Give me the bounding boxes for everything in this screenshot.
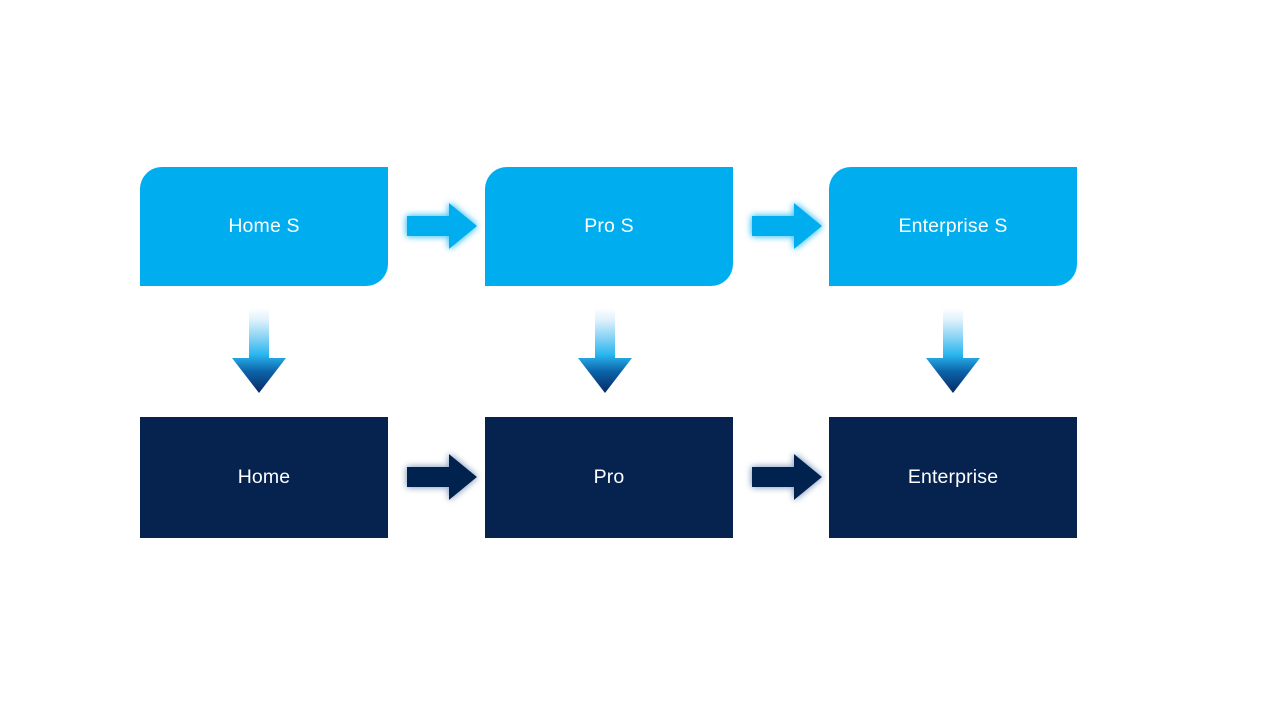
down-arrow-home-icon — [230, 308, 288, 394]
product-arrow-1-icon — [405, 451, 479, 503]
node-pro-label: Pro — [593, 465, 625, 488]
node-home-s-label: Home S — [228, 214, 300, 237]
node-home-label: Home — [237, 465, 291, 488]
node-enterprise-s-label: Enterprise S — [898, 214, 1008, 237]
node-pro-s[interactable]: Pro S — [485, 167, 733, 286]
product-arrow-2-icon — [750, 451, 824, 503]
node-pro[interactable]: Pro — [485, 417, 733, 538]
node-enterprise-label: Enterprise — [907, 465, 999, 488]
node-home[interactable]: Home — [140, 417, 388, 538]
down-arrow-pro-icon — [576, 308, 634, 394]
node-home-s[interactable]: Home S — [140, 167, 388, 286]
service-arrow-1-icon — [405, 200, 479, 252]
node-enterprise[interactable]: Enterprise — [829, 417, 1077, 538]
down-arrow-enterprise-icon — [924, 308, 982, 394]
node-enterprise-s[interactable]: Enterprise S — [829, 167, 1077, 286]
node-pro-s-label: Pro S — [584, 214, 634, 237]
service-arrow-2-icon — [750, 200, 824, 252]
